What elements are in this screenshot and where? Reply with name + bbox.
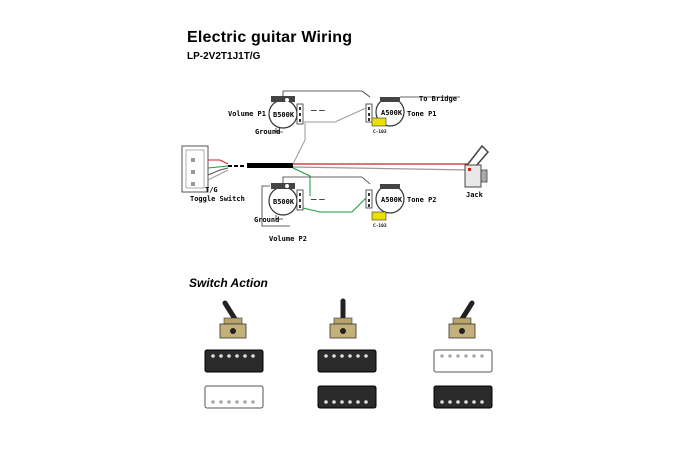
volume-p2-label: Volume P2 <box>269 235 307 243</box>
tone-p1-value: A500K <box>381 109 403 117</box>
toggle-lever-center-icon <box>329 298 357 339</box>
switch-action-heading: Switch Action <box>189 276 268 290</box>
jack-label: Jack <box>466 191 484 199</box>
bridge-pickup-inactive-icon <box>204 385 264 409</box>
svg-text:C-103: C-103 <box>373 129 387 135</box>
wire-green-to-volume-p2 <box>292 167 311 196</box>
neck-pickup-active-icon <box>204 349 264 373</box>
volume-pot-p2: B500K ━━ ━━ <box>268 183 325 220</box>
tone-pot-p2: C-103 A500K <box>365 184 405 229</box>
bridge-pickup-active-icon <box>433 385 493 409</box>
switch-action-position-2 <box>317 298 377 409</box>
bridge-pickup-active-icon <box>317 385 377 409</box>
wire-bundle <box>247 163 293 168</box>
volume-p2-value: B500K <box>273 198 295 206</box>
svg-text:C-103: C-103 <box>373 223 387 229</box>
diagram-title: Electric guitar Wiring <box>187 29 353 46</box>
svg-text:━━ ━━: ━━ ━━ <box>310 198 325 203</box>
toggle-lever-left-icon <box>219 300 247 339</box>
diagram-subtitle: LP-2V2T1J1T/G <box>187 51 261 62</box>
tone-p1-label: Tone P1 <box>407 110 437 118</box>
volume-p1-value: B500K <box>273 111 295 119</box>
to-bridge-label: To Bridge <box>419 95 457 103</box>
tone-cap-p2 <box>371 211 387 221</box>
switch-action-position-1 <box>204 300 264 409</box>
toggle-code-label: T/G <box>205 186 218 194</box>
switch-action-position-3 <box>433 300 493 409</box>
neck-pickup-inactive-icon <box>433 349 493 373</box>
wire-gray-to-jack <box>292 166 471 171</box>
volume-pot-p1: B500K ━━ ━━ <box>268 96 325 133</box>
tone-p2-label: Tone P2 <box>407 196 437 204</box>
toggle-switch-label: Toggle Switch <box>190 195 245 203</box>
svg-text:━━ ━━: ━━ ━━ <box>310 109 325 114</box>
tone-cap-p1 <box>371 117 387 127</box>
tone-pot-p1: C-103 A500K <box>365 97 405 135</box>
ground-2-label: Ground <box>254 216 279 224</box>
volume-p1-label: Volume P1 <box>228 110 266 118</box>
neck-pickup-active-icon <box>317 349 377 373</box>
toggle-switch: T/G Toggle Switch <box>181 145 245 203</box>
ground-1-label: Ground <box>255 128 280 136</box>
output-jack <box>464 144 490 188</box>
tone-p2-value: A500K <box>381 196 403 204</box>
toggle-lever-right-icon <box>448 300 476 339</box>
